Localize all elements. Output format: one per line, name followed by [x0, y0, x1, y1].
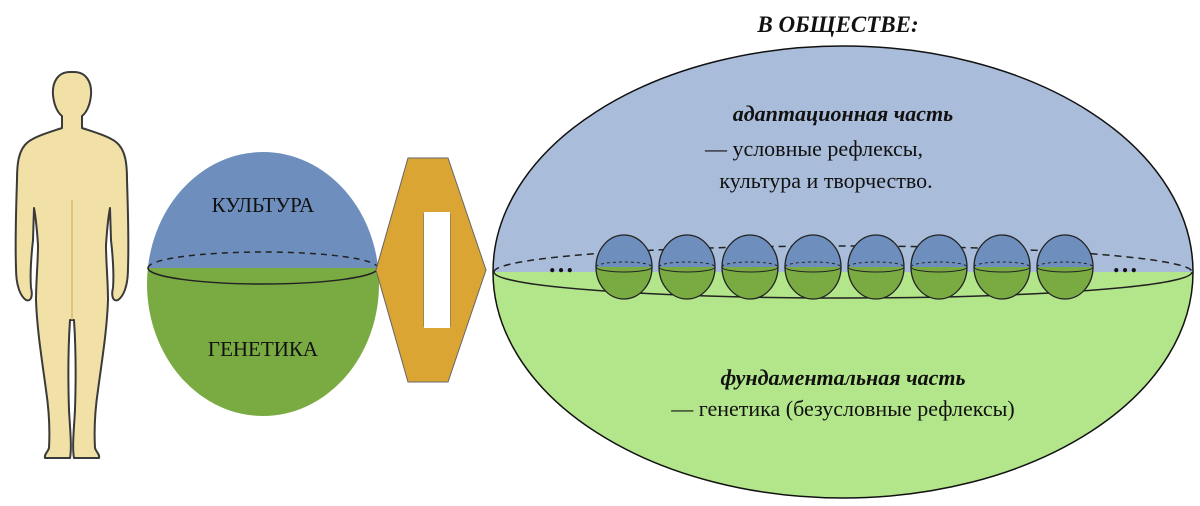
small-egg — [847, 234, 905, 300]
adaptive-part-line1: — условные рефлексы, — [704, 136, 923, 161]
human-silhouette-icon — [14, 71, 130, 459]
small-egg — [784, 234, 842, 300]
society-egg — [492, 45, 1194, 499]
adaptive-part-title: адаптационная часть — [733, 101, 953, 126]
genetics-label: ГЕНЕТИКА — [208, 337, 319, 361]
society-title: В ОБЩЕСТВЕ: — [756, 12, 918, 37]
small-eggs-row — [595, 234, 1094, 300]
small-egg — [721, 234, 779, 300]
fundamental-part-line1: — генетика (безусловные рефлексы) — [670, 396, 1014, 421]
arrow-gap — [424, 212, 450, 328]
ellipsis-right: … — [1112, 249, 1138, 278]
small-egg — [973, 234, 1031, 300]
individual-egg — [147, 152, 379, 416]
fundamental-part-title: фундаментальная часть — [720, 365, 965, 390]
culture-label: КУЛЬТУРА — [212, 193, 315, 217]
small-egg — [658, 234, 716, 300]
adaptive-part-line2: культура и творчество. — [719, 168, 932, 193]
small-egg — [910, 234, 968, 300]
small-egg — [1036, 234, 1094, 300]
ellipsis-left: … — [548, 249, 574, 278]
small-egg — [595, 234, 653, 300]
